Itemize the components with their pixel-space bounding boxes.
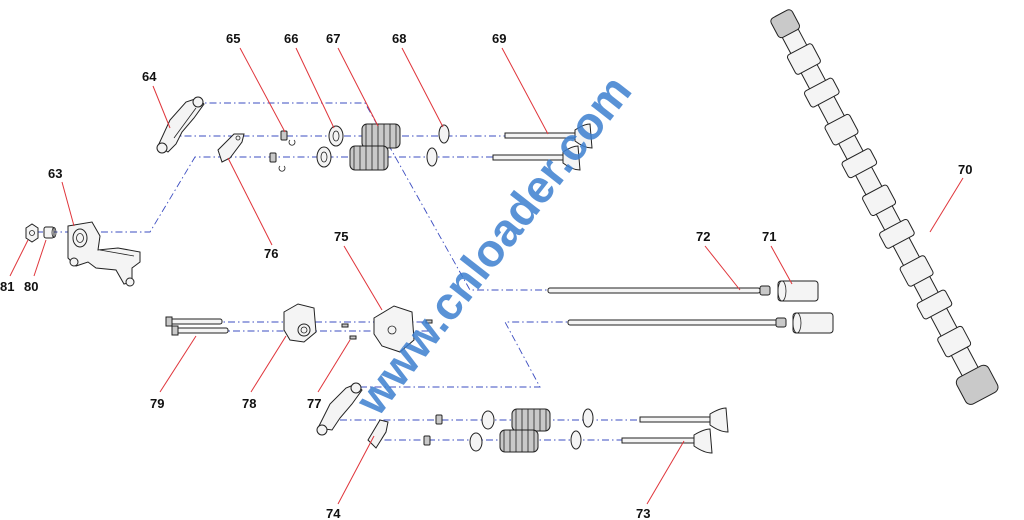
callout-79: 79 — [150, 396, 164, 411]
callout-72: 72 — [696, 229, 710, 244]
callout-70: 70 — [958, 162, 972, 177]
upper-valve-springs-part — [349, 123, 401, 171]
shaft-support-part — [283, 303, 317, 343]
callout-73: 73 — [636, 506, 650, 520]
leader-lines — [9, 47, 964, 505]
callout-76: 76 — [264, 246, 278, 261]
rocker-bracket-part — [67, 221, 141, 287]
camshaft-part — [770, 9, 999, 405]
callout-81: 81 — [0, 279, 14, 294]
rocker-support-part — [373, 305, 415, 353]
nut-part — [25, 223, 39, 243]
callout-66: 66 — [284, 31, 298, 46]
tappets-part — [777, 280, 834, 334]
callout-67: 67 — [326, 31, 340, 46]
callout-80: 80 — [24, 279, 38, 294]
washer-part — [43, 226, 57, 239]
callout-69: 69 — [492, 31, 506, 46]
pushrods-part — [547, 285, 787, 328]
lower-bridge-part — [367, 419, 389, 449]
callout-75: 75 — [334, 229, 348, 244]
lower-spring-seats-part — [570, 408, 594, 450]
callout-78: 78 — [242, 396, 256, 411]
upper-spring-retainers-part — [316, 125, 344, 168]
pins-part — [341, 319, 433, 340]
upper-valve-keepers-part — [269, 130, 296, 172]
lower-valve-springs-part — [499, 408, 551, 453]
lower-valve-keepers-part — [423, 414, 443, 446]
callout-numbers: 63 64 65 66 67 68 69 70 71 72 73 74 75 7… — [0, 31, 972, 520]
upper-valves-part — [492, 123, 593, 171]
upper-rocker-arm-part — [156, 96, 205, 154]
callout-74: 74 — [326, 506, 341, 520]
lower-valves-part — [621, 407, 729, 454]
callout-63: 63 — [48, 166, 62, 181]
lower-rocker-arm-part — [316, 382, 363, 436]
callout-68: 68 — [392, 31, 406, 46]
lower-spring-retainers-part — [469, 410, 495, 452]
callout-65: 65 — [226, 31, 240, 46]
bolts-part — [165, 316, 229, 336]
upper-bridge-part — [217, 133, 245, 163]
callout-71: 71 — [762, 229, 776, 244]
callout-77: 77 — [307, 396, 321, 411]
callout-64: 64 — [142, 69, 157, 84]
watermark-text: www.cnloader.com — [344, 65, 641, 425]
upper-spring-seats-part — [426, 124, 450, 167]
